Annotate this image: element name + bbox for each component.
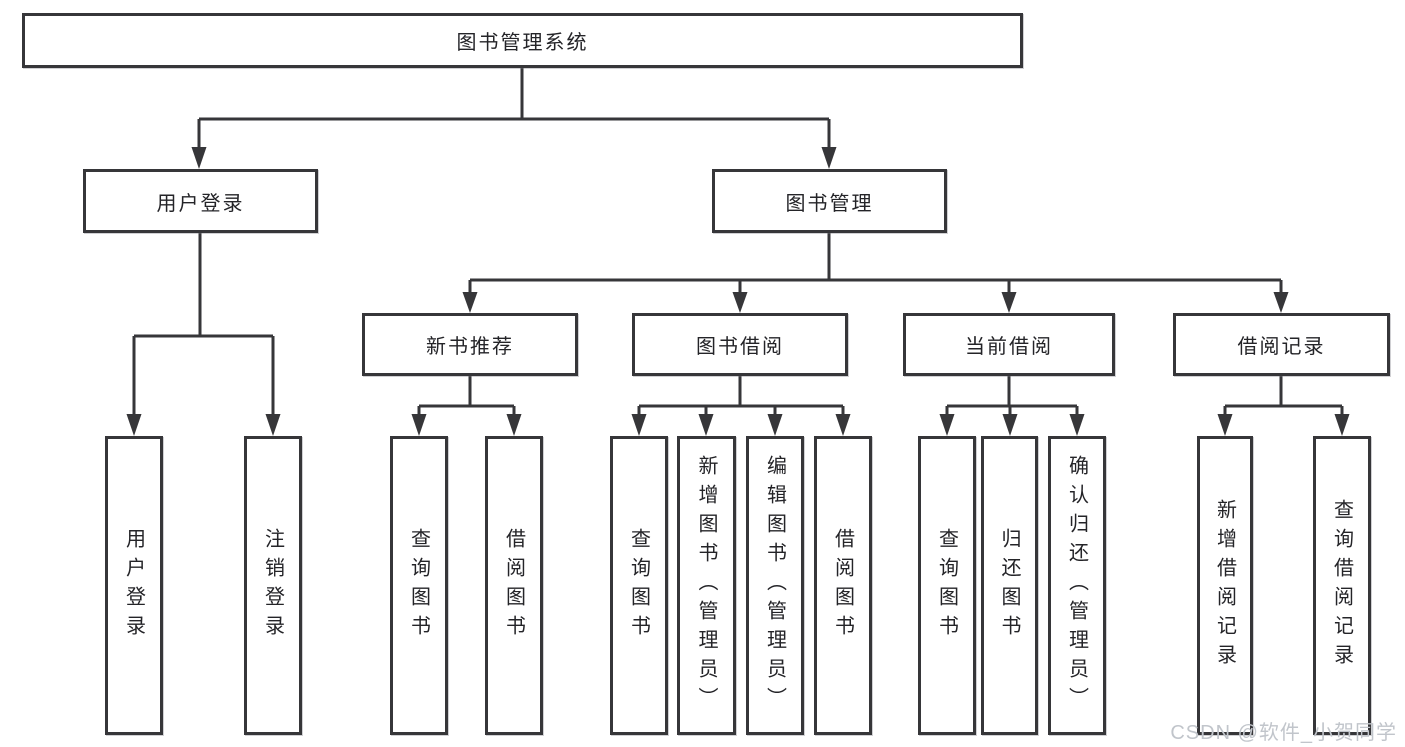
watermark: CSDN @软件_小贺同学 [1170, 722, 1397, 744]
node-current-borrow-label: 当前借阅 [965, 336, 1053, 358]
arrowheads [126, 147, 1350, 436]
leaf-return-books-label: 归还图书 [998, 527, 1020, 644]
leaf-query-books-2-label: 查询图书 [627, 527, 650, 644]
leaf-query-books-2: 查询图书 [610, 436, 668, 735]
leaf-query-books-1: 查询图书 [390, 436, 448, 735]
leaf-query-borrow-record-label: 查询借阅记录 [1330, 498, 1353, 673]
node-root-label: 图书管理系统 [456, 32, 589, 54]
leaf-user-login: 用户登录 [105, 436, 163, 735]
node-book-management-label: 图书管理 [785, 192, 874, 215]
leaf-logout-label: 注销登录 [261, 527, 284, 644]
leaf-borrow-books-1-label: 借阅图书 [502, 527, 525, 644]
node-borrow-records-label: 借阅记录 [1237, 336, 1326, 358]
leaf-logout: 注销登录 [244, 436, 302, 735]
leaf-edit-books-admin-label: 编辑图书（管理员） [763, 455, 786, 716]
leaf-query-books-3: 查询图书 [918, 436, 976, 735]
leaf-borrow-books-2: 借阅图书 [814, 436, 872, 735]
leaf-query-books-3-label: 查询图书 [935, 527, 958, 644]
leaf-add-borrow-record-label: 新增借阅记录 [1213, 498, 1236, 673]
node-book-borrow-label: 图书借阅 [696, 336, 784, 358]
node-current-borrow: 当前借阅 [903, 313, 1115, 376]
leaf-borrow-books-1: 借阅图书 [485, 436, 543, 735]
leaf-return-books: 归还图书 [981, 436, 1038, 735]
leaf-add-books-admin-label: 新增图书（管理员） [695, 455, 717, 716]
node-user-login-label: 用户登录 [156, 192, 245, 215]
leaf-borrow-books-2-label: 借阅图书 [831, 527, 854, 644]
node-book-management: 图书管理 [712, 169, 947, 233]
node-root: 图书管理系统 [22, 13, 1023, 68]
node-new-book-recommend: 新书推荐 [362, 313, 578, 376]
leaf-confirm-return-admin: 确认归还（管理员） [1048, 436, 1106, 735]
leaf-query-books-1-label: 查询图书 [407, 527, 430, 644]
node-new-book-recommend-label: 新书推荐 [426, 336, 514, 358]
leaf-query-borrow-record: 查询借阅记录 [1313, 436, 1371, 735]
leaf-edit-books-admin: 编辑图书（管理员） [746, 436, 804, 735]
leaf-user-login-label: 用户登录 [122, 527, 145, 644]
node-book-borrow: 图书借阅 [632, 313, 848, 376]
leaf-add-books-admin: 新增图书（管理员） [677, 436, 736, 735]
leaf-confirm-return-admin-label: 确认归还（管理员） [1065, 455, 1088, 716]
node-user-login: 用户登录 [83, 169, 318, 233]
node-borrow-records: 借阅记录 [1173, 313, 1390, 376]
leaf-add-borrow-record: 新增借阅记录 [1197, 436, 1253, 735]
